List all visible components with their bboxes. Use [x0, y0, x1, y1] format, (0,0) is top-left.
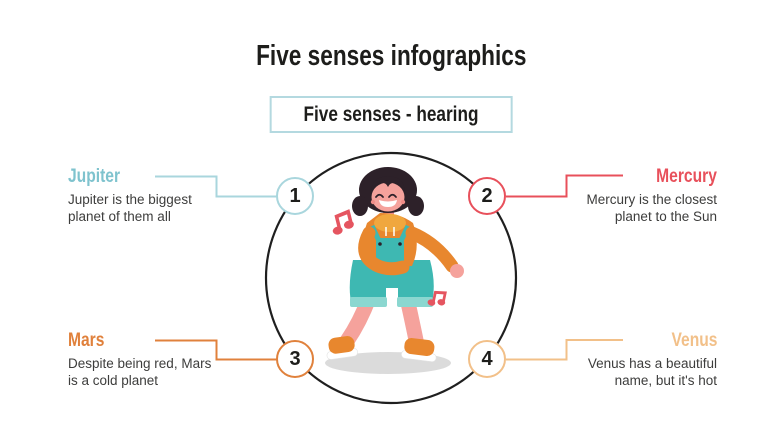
short-cuff-right	[397, 297, 433, 307]
callout-mercury-connector	[506, 174, 623, 198]
title-wrap: Five senses infographics	[0, 40, 783, 73]
subtitle-text: Five senses - hearing	[303, 102, 479, 126]
dancing-girl-illustration	[325, 167, 464, 374]
callout-mars-badge: 3	[276, 340, 314, 378]
eye-right	[388, 193, 397, 198]
overall-bib	[376, 238, 404, 268]
callout-jupiter-desc-line-2: planet of them all	[68, 209, 171, 224]
eye-left	[375, 193, 384, 198]
callout-venus-title: Venus	[671, 329, 717, 351]
hair-flip-right	[408, 196, 424, 216]
overall-shorts	[349, 260, 434, 306]
callout-mercury-title: Mercury	[656, 165, 717, 187]
smile	[379, 200, 397, 207]
blush-left	[370, 199, 376, 205]
left-arm	[358, 226, 410, 276]
face	[371, 182, 405, 212]
music-note-1-icon	[332, 209, 354, 235]
callout-mars-desc-line-1: Despite being red, Mars	[68, 356, 212, 371]
callout-mars-title: Mars	[68, 329, 105, 351]
subtitle-box: Five senses - hearing	[269, 96, 513, 133]
overall-strap-right	[397, 224, 411, 245]
callout-venus-description: Venus has a beautiful name, but it's hot	[502, 355, 717, 389]
page-title: Five senses infographics	[256, 40, 527, 72]
callout-jupiter-title: Jupiter	[68, 165, 121, 187]
right-arm	[405, 226, 459, 273]
blush-right	[400, 199, 406, 205]
strap-buckle-left	[378, 242, 382, 246]
callout-jupiter-connector	[155, 175, 277, 198]
callout-mars-block: Mars Despite being red, Mars is a cold p…	[68, 330, 283, 389]
callout-venus-desc-line-1: Venus has a beautiful	[587, 356, 717, 371]
callout-jupiter-badge: 1	[276, 177, 314, 215]
callout-venus-block: Venus Venus has a beautiful name, but it…	[502, 330, 717, 389]
callout-venus-badge: 4	[468, 340, 506, 378]
short-cuff-left	[350, 297, 387, 307]
left-shoe	[326, 336, 359, 360]
callout-mercury-badge: 2	[468, 177, 506, 215]
callout-jupiter-description: Jupiter is the biggest planet of them al…	[68, 191, 283, 225]
hood	[374, 214, 406, 232]
callout-venus-desc-line-2: name, but it's hot	[614, 373, 717, 388]
music-note-2-icon	[427, 290, 447, 306]
callout-mars-connector	[155, 339, 277, 361]
right-hand	[450, 264, 464, 278]
callout-mars-desc-line-2: is a cold planet	[68, 373, 159, 388]
hair-flip-left	[352, 196, 368, 216]
strap-buckle-right	[398, 242, 402, 246]
callout-mercury-desc-line-1: Mercury is the closest	[586, 192, 717, 207]
callout-jupiter-desc-line-1: Jupiter is the biggest	[68, 192, 192, 207]
callout-mercury-desc-line-2: planet to the Sun	[614, 209, 717, 224]
main-circle	[264, 151, 518, 405]
callout-venus-connector	[506, 339, 623, 361]
callout-jupiter-block: Jupiter Jupiter is the biggest planet of…	[68, 166, 283, 225]
hair-bangs	[370, 176, 406, 197]
callout-mars-description: Despite being red, Mars is a cold planet	[68, 355, 283, 389]
callout-mercury-description: Mercury is the closest planet to the Sun	[502, 191, 717, 225]
right-shoe	[401, 338, 437, 362]
callout-mercury-block: Mercury Mercury is the closest planet to…	[502, 166, 717, 225]
